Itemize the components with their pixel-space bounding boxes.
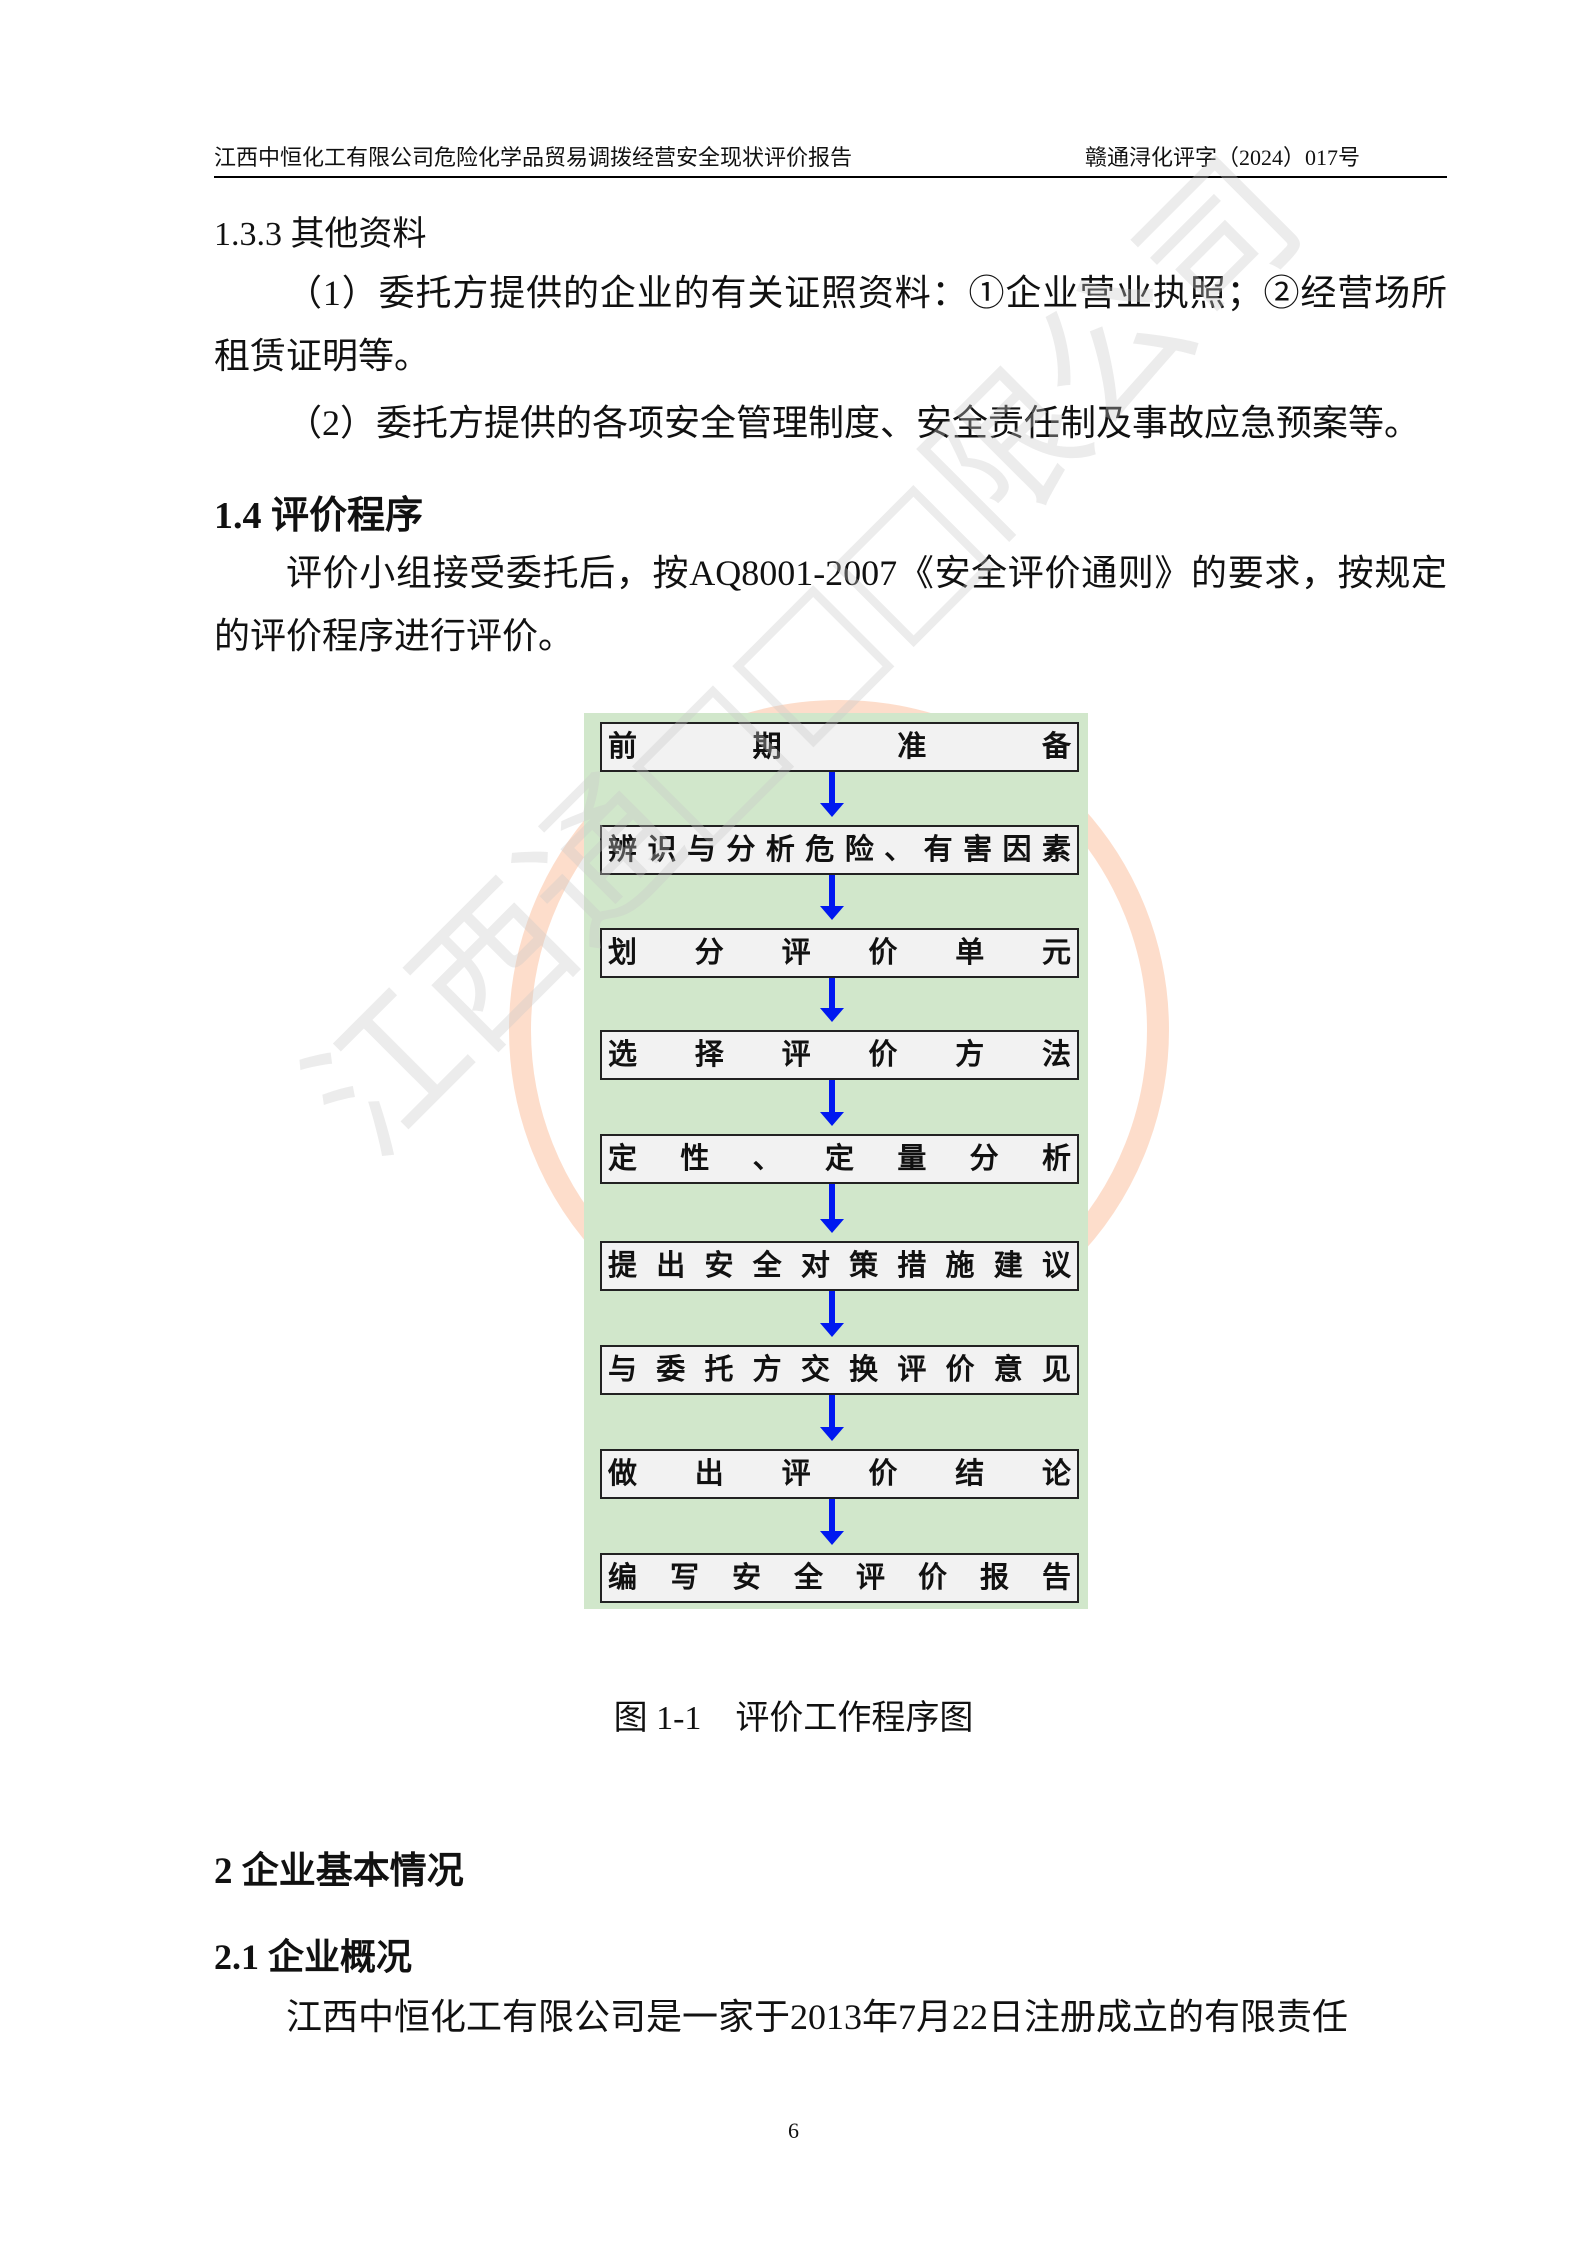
flow-step: 与委托方交换评价意见 <box>600 1345 1079 1395</box>
header-doc-number: 赣通浔化评字（2024）017号 <box>1085 145 1361 170</box>
header-title: 江西中恒化工有限公司危险化学品贸易调拨经营安全现状评价报告 <box>214 145 853 170</box>
section-1-3-3-item-1: （1）委托方提供的企业的有关证照资料：①企业营业执照；②经营场所租赁证明等。 <box>214 273 1447 376</box>
flow-arrow-down-icon <box>820 1395 844 1441</box>
flow-arrow-down-icon <box>820 875 844 920</box>
header-divider <box>214 176 1447 178</box>
flow-arrow-down-icon <box>820 1184 844 1233</box>
evaluation-flowchart: 前期准备辨识与分析危险、有害因素划分评价单元选择评价方法定性、定量分析提出安全对… <box>584 713 1088 1609</box>
flow-step: 前期准备 <box>600 722 1079 772</box>
figure-caption: 图 1-1 评价工作程序图 <box>613 1700 974 1737</box>
flow-step: 选择评价方法 <box>600 1030 1079 1080</box>
flow-step: 定性、定量分析 <box>600 1134 1079 1184</box>
section-2-1-paragraph: 江西中恒化工有限公司是一家于2013年7月22日注册成立的有限责任 <box>286 1997 1349 2037</box>
section-1-4-heading: 1.4 评价程序 <box>214 495 424 537</box>
flow-step: 提出安全对策措施建议 <box>600 1241 1079 1291</box>
flow-step: 做出评价结论 <box>600 1449 1079 1499</box>
section-2-heading: 2 企业基本情况 <box>214 1851 464 1892</box>
flow-arrow-down-icon <box>820 1499 844 1545</box>
flow-arrow-down-icon <box>820 772 844 817</box>
flow-step: 辨识与分析危险、有害因素 <box>600 825 1079 875</box>
section-1-4-paragraph: 评价小组接受委托后，按AQ8001-2007《安全评价通则》的要求，按规定的评价… <box>214 553 1447 656</box>
page-number: 6 <box>788 2118 799 2143</box>
flow-arrow-down-icon <box>820 978 844 1022</box>
flow-step: 编写安全评价报告 <box>600 1553 1079 1603</box>
flow-arrow-down-icon <box>820 1080 844 1126</box>
section-2-1-heading: 2.1 企业概况 <box>214 1937 413 1977</box>
flow-arrow-down-icon <box>820 1291 844 1337</box>
flow-step: 划分评价单元 <box>600 928 1079 978</box>
section-1-3-3-item-2: （2）委托方提供的各项安全管理制度、安全责任制及事故应急预案等。 <box>286 403 1421 443</box>
section-1-3-3-heading: 1.3.3 其他资料 <box>214 216 427 253</box>
